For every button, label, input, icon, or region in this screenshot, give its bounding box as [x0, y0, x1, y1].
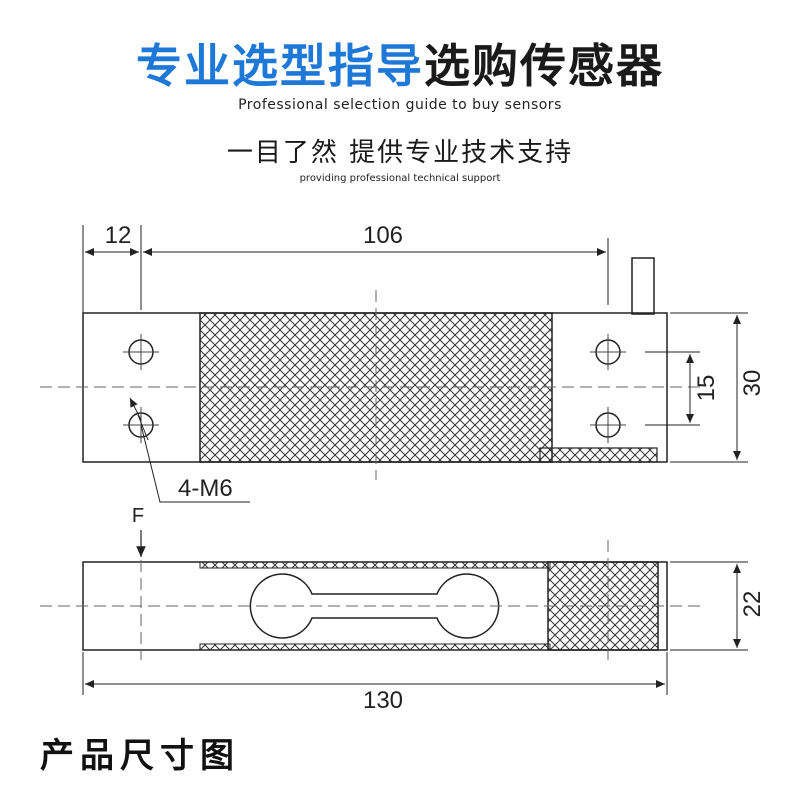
diagram-caption: 产品尺寸图 [40, 736, 240, 776]
thread-spec-label: 4-M6 [178, 475, 233, 502]
page-title: 专业选型指导选购传感器 [0, 30, 800, 96]
mounting-hole [123, 334, 159, 370]
dim-130-label: 130 [363, 687, 403, 714]
title-blue-part: 专业选型指导 [136, 39, 424, 93]
bottom-groove [199, 643, 551, 651]
title-dark-part: 选购传感器 [424, 39, 664, 93]
top-groove [199, 561, 551, 569]
dumbbell-cutout [249, 573, 500, 639]
dim-30-label: 30 [739, 370, 766, 397]
force-label: F [132, 505, 144, 527]
dim-22-label: 22 [739, 591, 766, 618]
slogan-chinese: 一目了然 提供专业技术支持 [226, 138, 574, 168]
subtitle-english: Professional selection guide to buy sens… [238, 97, 562, 113]
dim-15-label: 15 [693, 375, 720, 402]
cable [631, 257, 655, 315]
top-view: 12 106 15 30 4-M6 [40, 222, 766, 503]
dim-12-label: 12 [105, 222, 132, 249]
mounting-hole [590, 334, 626, 370]
top-view-cover-strip [539, 447, 658, 463]
slogan-english: providing professional technical support [299, 173, 501, 184]
side-view: F 22 130 [40, 505, 766, 714]
mounting-hole [590, 407, 626, 443]
dim-106-label: 106 [363, 222, 403, 249]
